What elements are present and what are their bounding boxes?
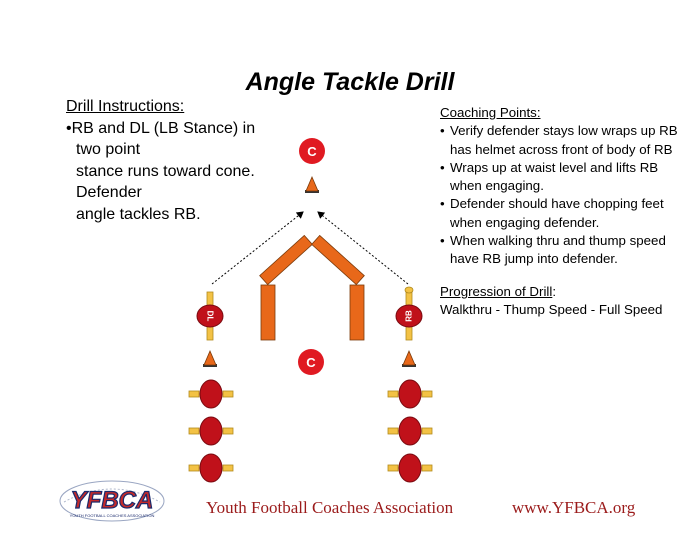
coaching-point: Wraps up at waist level and lifts RB whe… (440, 159, 690, 196)
coaching-list: Verify defender stays low wraps up RB ha… (440, 122, 690, 268)
dummy-angled-right (311, 234, 365, 286)
footer-association: Youth Football Coaches Association (206, 498, 454, 517)
coaching-point: When walking thru and thump speed have R… (440, 232, 690, 269)
cone-right (401, 350, 417, 368)
path-rb-arrow (317, 211, 409, 285)
coach-top-label: C (307, 144, 317, 159)
coach-bottom-label: C (306, 355, 316, 370)
instructions-header: Drill Instructions: (66, 98, 185, 115)
line-player (387, 453, 433, 483)
instructions-line: stance runs toward cone. (76, 162, 255, 180)
coach-top: C (299, 138, 325, 164)
line-player (387, 416, 433, 446)
line-player (387, 379, 433, 409)
cone-top (304, 176, 320, 194)
coaching-point: Verify defender stays low wraps up RB ha… (440, 122, 690, 159)
progression-text: Walkthru - Thump Speed - Full Speed (440, 302, 663, 317)
drill-instructions: Drill Instructions: •RB and DL (LB Stanc… (66, 96, 266, 225)
progression-header-line: Progression of Drill: (440, 283, 690, 301)
logo-text: YFBCA (71, 487, 154, 514)
player-rb: RB (395, 286, 423, 341)
cone-left (202, 350, 218, 368)
yfbca-logo: YFBCA YOUTH FOOTBALL COACHES ASSOCIATION (59, 480, 165, 522)
coaching-points: Coaching Points: Verify defender stays l… (440, 104, 690, 269)
coaching-header: Coaching Points: (440, 105, 541, 120)
footer-url[interactable]: www.YFBCA.org (512, 498, 636, 517)
player-dl: DL (196, 291, 224, 341)
coaching-point: Defender should have chopping feet when … (440, 195, 690, 232)
progression: Progression of Drill: Walkthru - Thump S… (440, 283, 690, 319)
instructions-line: two point (76, 141, 141, 158)
line-player (188, 379, 234, 409)
coach-bottom: C (298, 349, 324, 375)
dummy-vertical-left (260, 284, 276, 341)
instructions-line: •RB and DL (LB Stance) in (66, 119, 256, 137)
line-player (188, 453, 234, 483)
instructions-line: Defender (76, 184, 142, 201)
path-dl-arrow (211, 211, 304, 285)
dummy-angled-left (259, 234, 313, 286)
logo-subtext: YOUTH FOOTBALL COACHES ASSOCIATION (70, 513, 155, 518)
line-player (188, 416, 234, 446)
dummy-vertical-right (349, 284, 365, 341)
player-rb-label: RB (405, 310, 414, 322)
instructions-line: angle tackles RB. (76, 205, 201, 223)
progression-header: Progression of Drill (440, 284, 553, 299)
page-title: Angle Tackle Drill (245, 68, 455, 96)
progression-colon: : (552, 284, 557, 299)
player-dl-label: DL (206, 311, 215, 322)
